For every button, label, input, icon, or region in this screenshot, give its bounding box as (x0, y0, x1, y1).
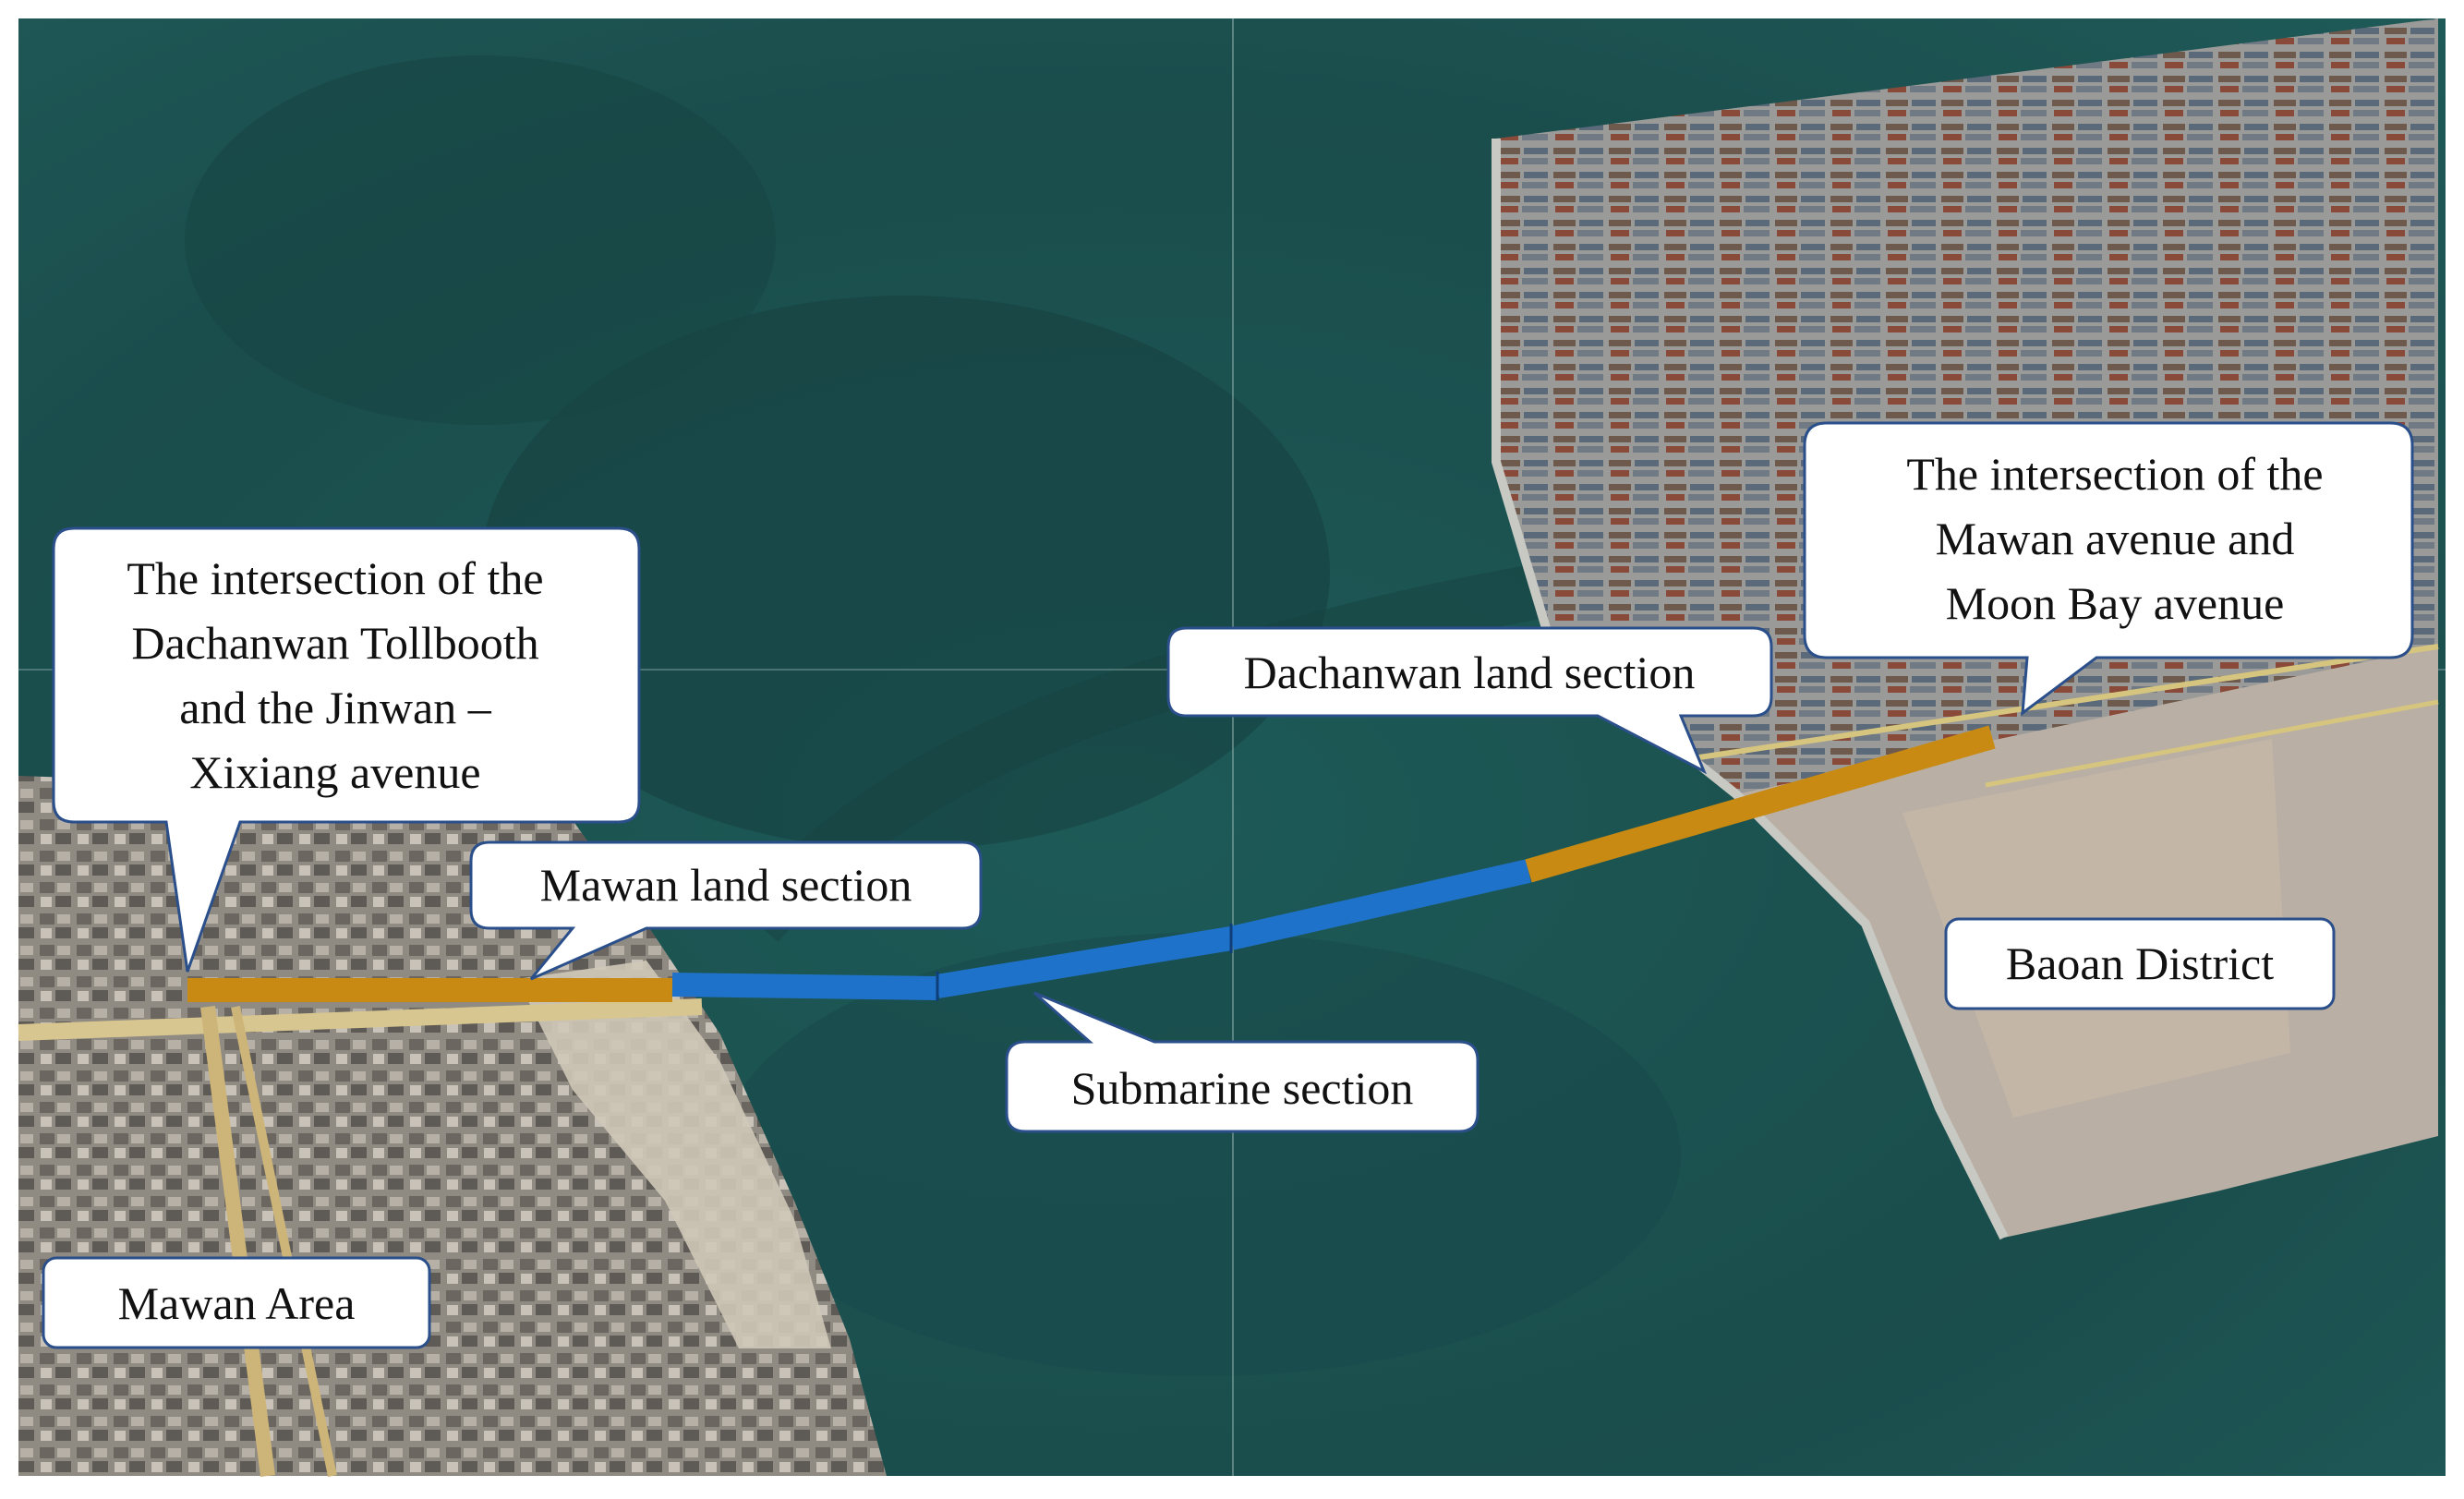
callout-submarine-section: Submarine section (1005, 991, 1480, 1133)
sea-shade (185, 55, 776, 425)
mawan-area-label: Mawan Area (118, 1277, 356, 1329)
submarine-section-label: Submarine section (1071, 1062, 1414, 1114)
label-baoan-district: Baoan District (1944, 917, 2336, 1010)
port-road (1985, 699, 2439, 788)
callout-end-intersection: The intersection of the Mawan avenue and… (1803, 421, 2414, 717)
mawan-beach (517, 961, 831, 1348)
callout-start-intersection: The intersection of the Dachanwan Tollbo… (52, 526, 641, 973)
submarine-section-line (935, 926, 1234, 998)
label-mawan-area: Mawan Area (42, 1256, 431, 1349)
tunnel-route (187, 725, 1996, 1002)
end-intersection-line-1: The intersection of the (1906, 448, 2323, 500)
mawan-road (200, 1005, 275, 1478)
mawan-land-section-label: Mawan land section (540, 859, 912, 911)
dachanwan-land-section-label: Dachanwan land section (1244, 647, 1696, 698)
port-road (1698, 644, 2439, 760)
port-edge (1492, 139, 2009, 1240)
callout-dachanwan-land-section: Dachanwan land section (1166, 626, 1773, 775)
submarine-section-line (671, 973, 938, 1000)
start-intersection-line-1: The intersection of the (127, 552, 543, 604)
start-intersection-line-2: Dachanwan Tollbooth (131, 617, 538, 669)
sea-shade (720, 933, 1681, 1376)
start-intersection-line-3: and the Jinwan – (179, 682, 491, 733)
mawan-road (18, 998, 703, 1041)
submarine-section-line (1228, 859, 1531, 950)
end-intersection-line-2: Mawan avenue and (1936, 513, 2295, 564)
callout-mawan-land-section: Mawan land section (469, 840, 983, 981)
start-intersection-line-4: Xixiang avenue (189, 746, 480, 798)
mawan-road (231, 1005, 337, 1478)
dachanwan-land-section-line (1525, 725, 1996, 883)
end-intersection-line-3: Moon Bay avenue (1946, 577, 2285, 629)
baoan-district-label: Baoan District (2006, 937, 2274, 989)
